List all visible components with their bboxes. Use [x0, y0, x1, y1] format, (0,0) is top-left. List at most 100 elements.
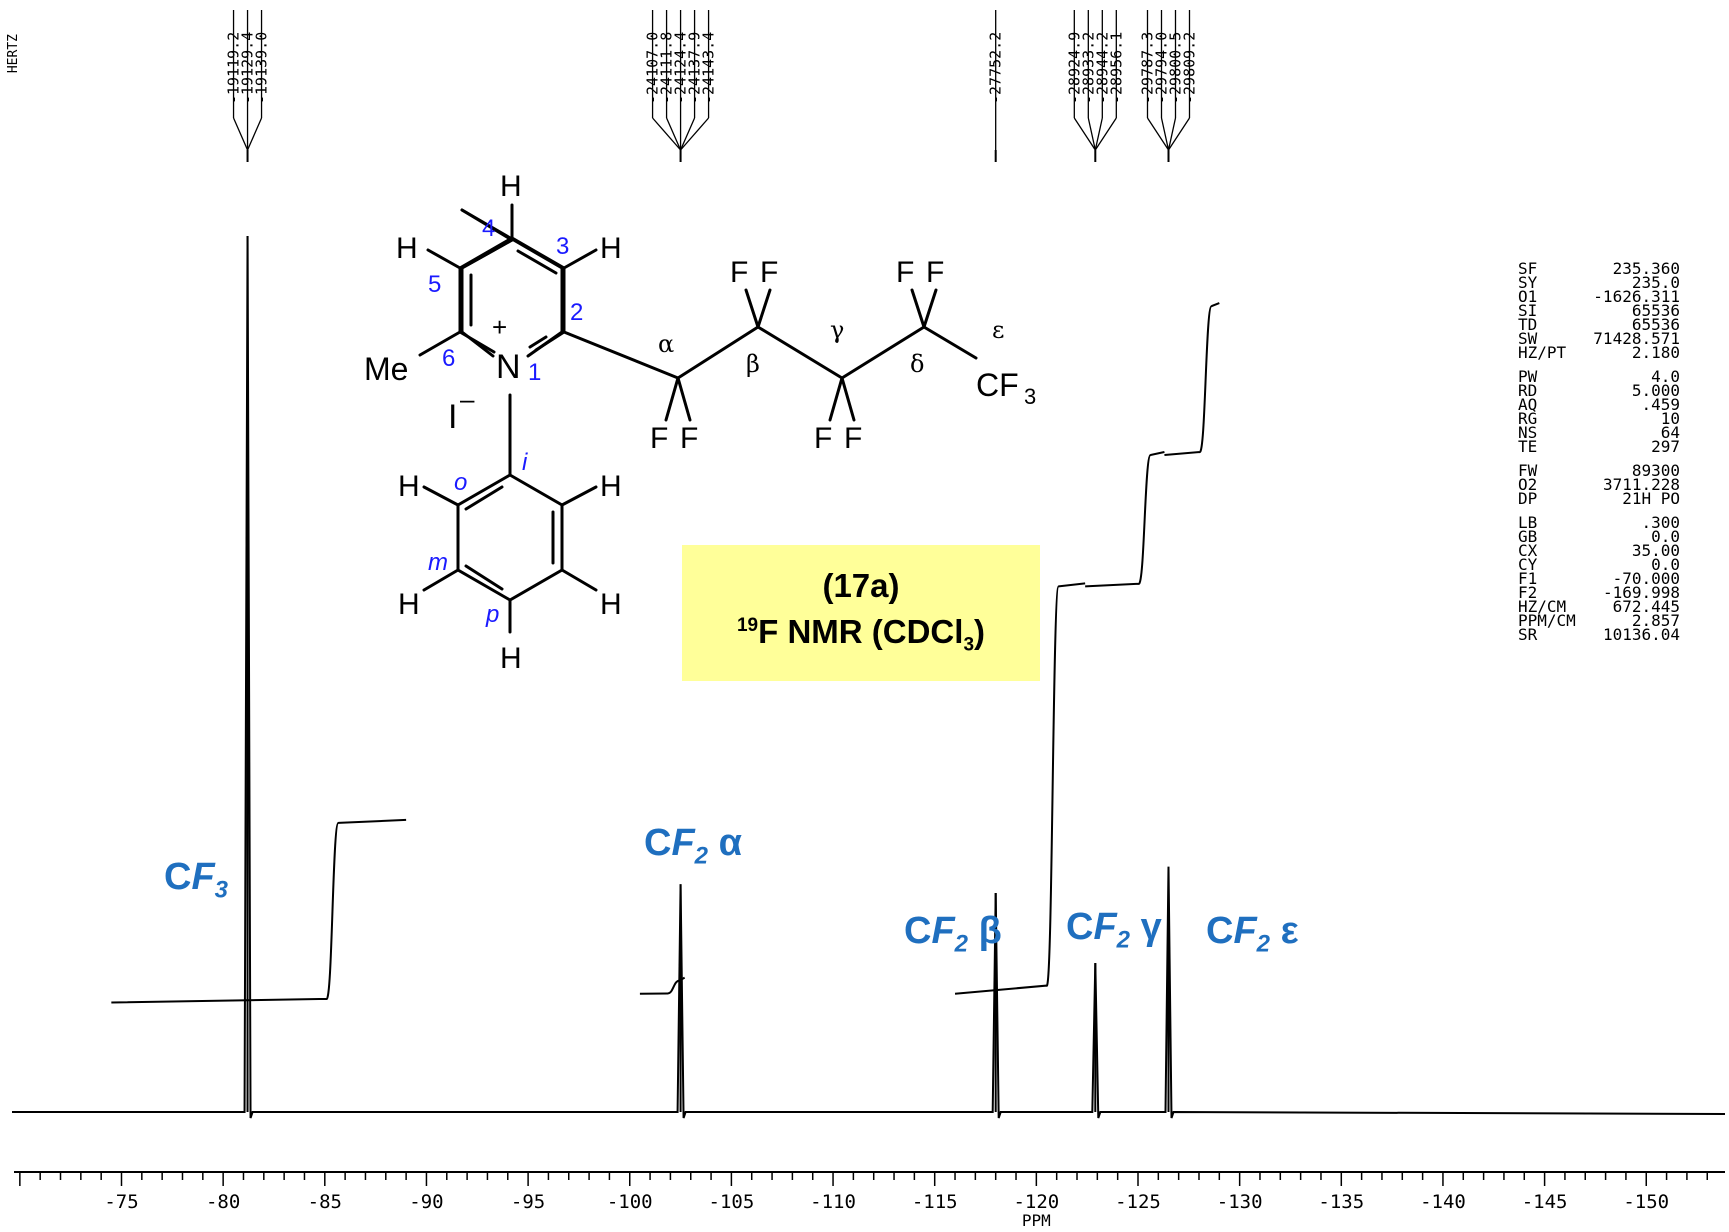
parameter-key: CY	[1518, 555, 1538, 574]
ring-num-3: 3	[556, 233, 569, 260]
parameter-key: PPM/CM	[1518, 611, 1576, 630]
axis-tick-label: -135	[1318, 1191, 1364, 1213]
atom-f3: F	[730, 256, 748, 289]
parameter-value: 65536	[1631, 315, 1680, 334]
atom-f7: F	[896, 256, 914, 289]
atom-h-o2: H	[600, 470, 622, 503]
compound-nmr-title: 19F NMR (CDCl3)	[682, 613, 1040, 657]
parameter-key: O1	[1518, 287, 1538, 306]
parameter-row: F1-70.000	[1518, 569, 1680, 588]
parameter-key: F1	[1518, 569, 1538, 588]
integral-curve	[1085, 451, 1165, 588]
ppm-axis: -75-80-85-90-95-100-105-110-115-120-125-…	[14, 1171, 1725, 1230]
parameter-value: 10136.04	[1602, 625, 1680, 644]
title-mid: F NMR (CDCl	[758, 613, 964, 650]
parameter-key: PW	[1518, 367, 1538, 386]
axis-tick-label: -130	[1217, 1191, 1263, 1213]
ring-num-4: 4	[482, 215, 495, 242]
peak-leader-fan	[1160, 117, 1170, 151]
peak-leader-fan	[1167, 117, 1177, 151]
peak-leader-fan	[652, 117, 682, 151]
parameter-key: AQ	[1518, 395, 1538, 414]
atom-h-m2: H	[600, 588, 622, 621]
axis-tick-label: -125	[1115, 1191, 1161, 1213]
n-plus: +	[492, 312, 507, 342]
peak-leader-fan	[246, 117, 263, 151]
terminal-cf3: CF	[976, 367, 1019, 403]
title-sub: 3	[963, 634, 975, 656]
axis-tick-label: -80	[206, 1191, 240, 1213]
atom-f5: F	[814, 422, 832, 455]
parameter-key: RD	[1518, 381, 1538, 400]
atom-h-o1: H	[398, 470, 420, 503]
peak-leader-fan	[1073, 117, 1096, 151]
nucleus-superscript: 19	[736, 615, 759, 636]
greek-beta: β	[746, 350, 760, 378]
atom-f4: F	[760, 256, 778, 289]
axis-tick-label: -90	[409, 1191, 443, 1213]
parameter-key: NS	[1518, 423, 1538, 442]
parameter-row: LB.300	[1518, 515, 1680, 531]
axis-tick-label: -110	[810, 1191, 856, 1213]
axis-tick-label: -85	[308, 1191, 342, 1213]
parameter-value: .459	[1641, 395, 1680, 414]
parameter-key: RG	[1518, 409, 1538, 428]
parameter-value: 2.857	[1631, 611, 1680, 630]
peak-leader-fan	[1146, 117, 1170, 151]
peak-leader-fan	[679, 117, 696, 151]
parameter-key: GB	[1518, 527, 1538, 546]
parameter-row: PPM/CM 2.857	[1518, 611, 1680, 630]
parameter-value: 4.0	[1651, 367, 1680, 386]
parameter-key: HZ/PT	[1518, 343, 1567, 362]
parameter-value: 10	[1660, 409, 1680, 428]
atom-f2: F	[680, 422, 698, 455]
greek-gamma: γ	[830, 316, 844, 344]
parameter-row: RG 10	[1518, 409, 1680, 428]
ring-num-2: 2	[570, 299, 583, 326]
ring-num-1: 1	[528, 359, 541, 386]
parameter-key: DP	[1518, 489, 1538, 508]
axis-tick-label: -150	[1623, 1191, 1669, 1213]
parameter-key: SF	[1518, 259, 1538, 278]
parameter-value: 672.445	[1612, 597, 1680, 616]
atom-h4: H	[500, 170, 522, 203]
parameter-key: SW	[1518, 329, 1538, 348]
compound-label-box: (17a) 19F NMR (CDCl3)	[682, 545, 1040, 681]
iodide: I	[448, 398, 457, 436]
parameter-key: CX	[1518, 541, 1538, 560]
peak-label-beta: CF2 β	[904, 910, 1002, 958]
atom-h-m1: H	[398, 588, 420, 621]
atom-n: N	[496, 348, 521, 386]
pos-o: o	[454, 469, 467, 496]
ring-num-5: 5	[428, 271, 441, 298]
integral-curve	[639, 976, 686, 995]
pos-i: i	[522, 449, 528, 476]
atom-h-p: H	[500, 642, 522, 675]
parameter-key: SR	[1518, 625, 1538, 644]
parameter-value: 235.0	[1631, 273, 1680, 292]
parameter-value: -169.998	[1602, 583, 1680, 602]
axis-tick-label: -115	[912, 1191, 958, 1213]
integral-curve	[954, 582, 1086, 995]
parameter-value: 35.00	[1631, 541, 1680, 560]
pos-p: p	[485, 601, 499, 628]
axis-tick-label: -145	[1522, 1191, 1568, 1213]
parameter-key: TD	[1518, 315, 1538, 334]
parameter-row: SR 10136.04	[1518, 625, 1680, 644]
greek-alpha: α	[658, 330, 674, 358]
parameter-key: TE	[1518, 437, 1538, 456]
parameter-row: PW 4.0	[1518, 367, 1680, 386]
spectrum-trace	[12, 235, 1726, 1119]
